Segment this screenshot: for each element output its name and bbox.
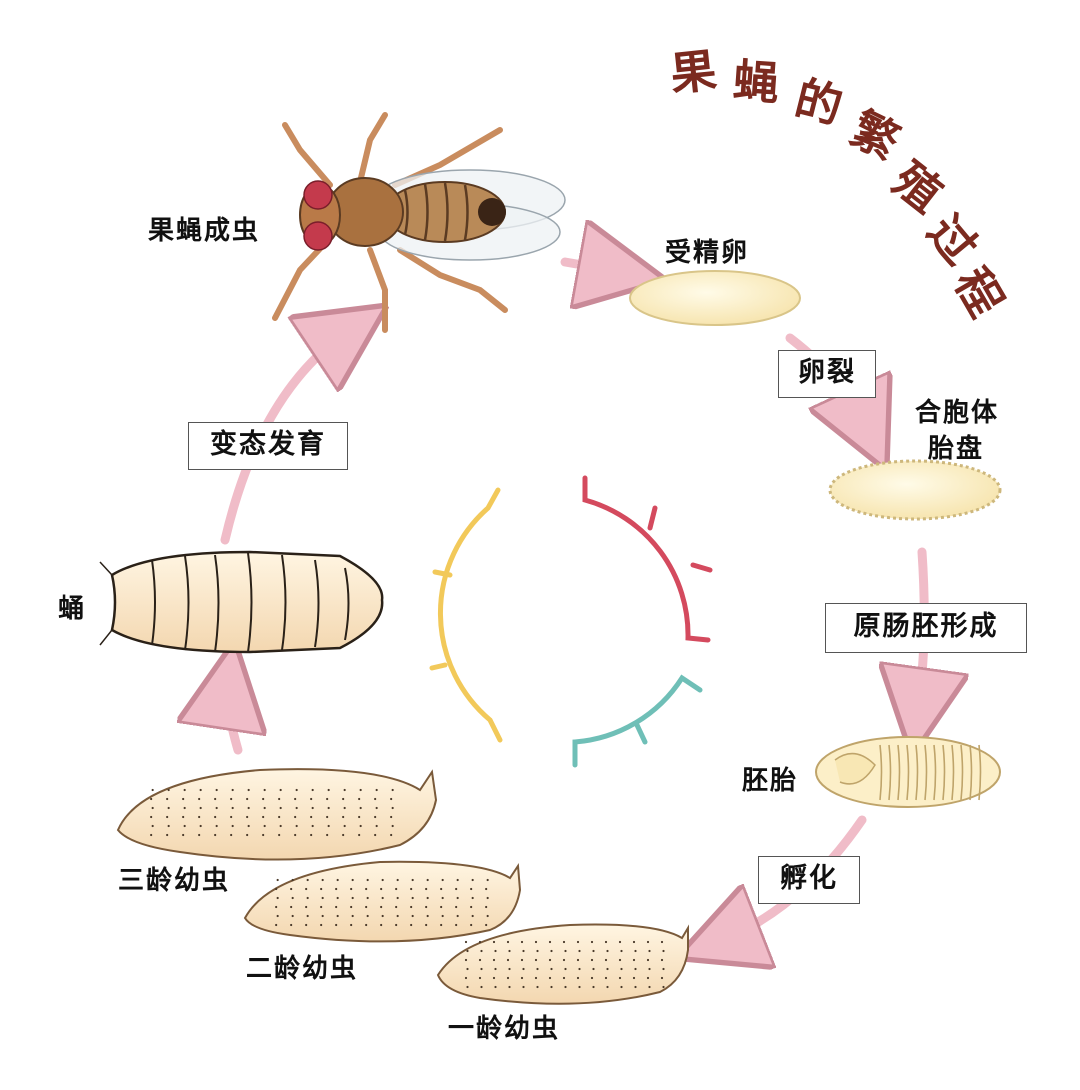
label-syncytial-line2: 胎盘 xyxy=(928,434,985,464)
title-char: 繁 xyxy=(843,101,908,170)
process-cleavage: 卵裂 xyxy=(778,350,876,398)
arrow-larva3-to-pupa xyxy=(227,685,238,755)
title-char: 殖 xyxy=(883,152,952,223)
central-ring xyxy=(429,475,713,768)
label-adult: 果蝇成虫 xyxy=(148,216,261,246)
label-embryo: 胚胎 xyxy=(742,766,799,796)
adult-fly xyxy=(272,112,566,333)
title-char: 果 xyxy=(668,43,719,102)
pupa xyxy=(99,550,384,654)
arrow-adult-to-egg xyxy=(560,262,622,272)
process-metamorphosis: 变态发育 xyxy=(188,422,348,470)
label-fertilized-egg: 受精卵 xyxy=(665,238,750,268)
process-hatching: 孵化 xyxy=(758,856,860,904)
label-pupa: 蛹 xyxy=(58,594,87,624)
ring-arc-teal xyxy=(572,674,703,768)
ring-arc-red xyxy=(582,475,713,643)
arrow-pupa-to-adult xyxy=(220,330,350,545)
title-char: 的 xyxy=(790,71,848,135)
larva-second-instar xyxy=(243,860,522,943)
label-larva-1: 一龄幼虫 xyxy=(448,1014,561,1044)
title-char: 蝇 xyxy=(731,54,781,111)
label-larva-2: 二龄幼虫 xyxy=(246,954,359,984)
syncytial-blastoderm xyxy=(828,459,1002,521)
larva-third-instar xyxy=(116,768,438,861)
larva-first-instar xyxy=(436,923,689,1005)
fertilized-egg xyxy=(629,270,801,326)
title-char: 过 xyxy=(917,205,988,275)
embryo xyxy=(815,736,1001,808)
title-char: 程 xyxy=(944,259,1014,326)
label-syncytial-line1: 合胞体 xyxy=(915,398,1000,428)
ring-arc-yellow xyxy=(429,487,503,743)
process-gastrulation: 原肠胚形成 xyxy=(825,603,1027,653)
label-larva-3: 三龄幼虫 xyxy=(118,866,231,896)
